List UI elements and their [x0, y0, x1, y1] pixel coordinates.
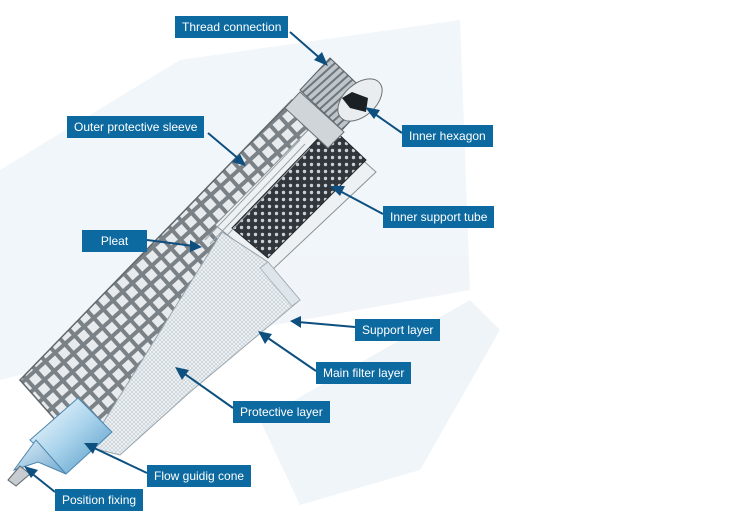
collar-part [284, 91, 345, 149]
label-position-fixing: Position fixing [55, 489, 144, 511]
label-thread-connection: Thread connection [175, 16, 289, 38]
cone-tip [12, 439, 67, 475]
leader-arrows [24, 31, 403, 493]
label-main-filter-layer: Main filter layer [316, 362, 412, 384]
label-flow-guiding-cone: Flow guidig cone [147, 465, 252, 487]
label-protective-layer: Protective layer [233, 401, 330, 423]
label-inner-support-tube: Inner support tube [383, 206, 495, 228]
label-support-layer: Support layer [355, 319, 441, 341]
label-inner-hexagon: Inner hexagon [402, 125, 493, 147]
inner-support-tube [231, 125, 367, 259]
label-outer-protective-sleeve: Outer protective sleeve [67, 116, 205, 138]
pleat-lines [204, 139, 311, 249]
support-layer-flap [259, 261, 301, 307]
label-pleat: Pleat [82, 230, 147, 252]
